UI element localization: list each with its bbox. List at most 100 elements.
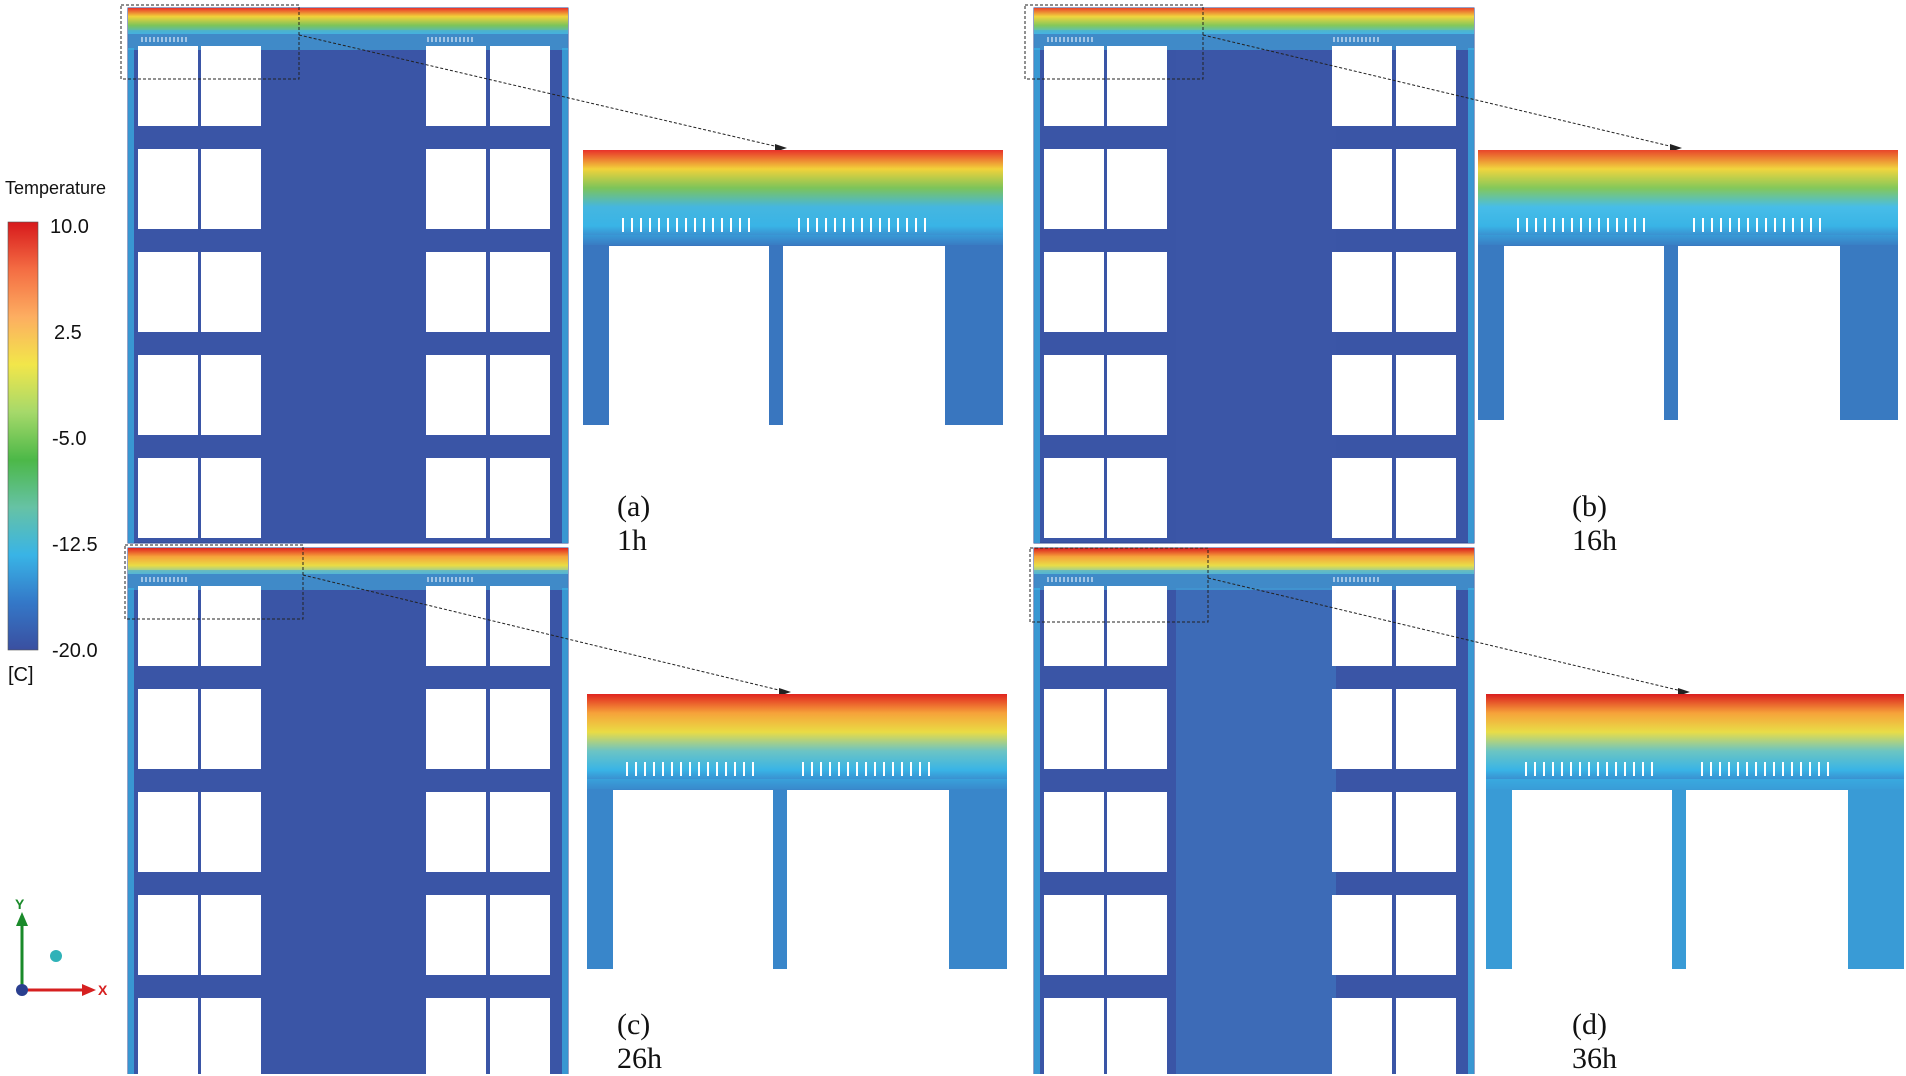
window-pane	[426, 895, 486, 975]
panel-caption-b: (b) 16h	[1572, 490, 1617, 557]
panel-caption-a: (a) 1h	[617, 490, 651, 557]
right-wall-edge	[562, 588, 568, 1074]
window-pane	[490, 895, 550, 975]
window-pane	[1332, 458, 1392, 538]
window-pane	[1396, 149, 1456, 229]
legend-colorbar	[7, 221, 39, 651]
legend-tick-2: 2.5	[54, 322, 82, 344]
window-pane	[1044, 586, 1104, 666]
inset-opening	[609, 246, 769, 425]
zoom-inset-c	[587, 694, 1007, 969]
window-pane	[201, 46, 261, 126]
window-pane	[1396, 792, 1456, 872]
legend-tick-4: -12.5	[52, 534, 98, 556]
inset-roof-field	[587, 694, 1007, 789]
window-pane	[1107, 149, 1167, 229]
roof-temperature-band	[1034, 8, 1474, 34]
window-pane	[1044, 895, 1104, 975]
window-pane	[138, 895, 198, 975]
zoom-leader-line	[302, 574, 788, 693]
window-pane	[201, 252, 261, 332]
inset-roof-field	[583, 150, 1003, 245]
window-pane	[138, 252, 198, 332]
window-pane	[1107, 998, 1167, 1074]
window-pane	[490, 586, 550, 666]
window-pane	[1332, 252, 1392, 332]
window-pane	[1396, 586, 1456, 666]
window-pane	[138, 149, 198, 229]
zoom-leader-line	[1207, 577, 1687, 693]
window-pane	[1396, 252, 1456, 332]
window-pane	[426, 792, 486, 872]
window-pane	[1332, 586, 1392, 666]
attic-cold-layer	[1034, 570, 1474, 590]
inset-opening	[787, 790, 949, 969]
zoom-region-box	[124, 544, 304, 620]
inset-roof-field	[1486, 694, 1904, 789]
window-pane	[1107, 252, 1167, 332]
inset-opening	[613, 790, 773, 969]
roof-temperature-band	[128, 548, 568, 574]
zoom-region-box	[1024, 4, 1204, 80]
window-pane	[201, 458, 261, 538]
window-pane	[138, 792, 198, 872]
legend-tick-max: 10.0	[50, 216, 89, 238]
inset-opening	[783, 246, 945, 425]
right-wall-edge	[562, 48, 568, 543]
window-pane	[201, 355, 261, 435]
stairwell-column	[1176, 48, 1336, 543]
window-pane	[426, 252, 486, 332]
window-pane	[490, 792, 550, 872]
axis-y-label: Y	[15, 896, 25, 912]
left-wall-edge	[128, 48, 134, 543]
zoom-region-box	[1029, 547, 1209, 623]
window-pane	[490, 355, 550, 435]
window-pane	[426, 689, 486, 769]
window-pane	[1044, 252, 1104, 332]
window-pane	[490, 252, 550, 332]
left-wall-edge	[128, 588, 134, 1074]
axis-origin	[16, 984, 28, 996]
window-pane	[490, 689, 550, 769]
legend-tick-min: -20.0	[52, 640, 98, 662]
window-pane	[1396, 46, 1456, 126]
left-wall-edge	[1034, 588, 1040, 1074]
window-pane	[138, 355, 198, 435]
panel-caption-c: (c) 26h	[617, 1008, 662, 1075]
window-pane	[426, 458, 486, 538]
attic-cold-layer	[1034, 30, 1474, 50]
window-pane	[201, 149, 261, 229]
legend-title: Temperature	[5, 178, 107, 198]
window-pane	[1107, 355, 1167, 435]
zoom-inset-b	[1478, 150, 1898, 420]
inset-opening	[1686, 790, 1848, 969]
axis-x-label: X	[98, 982, 108, 998]
right-wall-edge	[1468, 48, 1474, 543]
zoom-region-box	[120, 4, 300, 80]
window-pane	[490, 46, 550, 126]
window-pane	[1107, 46, 1167, 126]
window-pane	[1332, 895, 1392, 975]
window-pane	[1107, 689, 1167, 769]
attic-cold-layer	[128, 570, 568, 590]
window-pane	[1107, 792, 1167, 872]
attic-cold-layer	[128, 30, 568, 50]
roof-temperature-band	[1034, 548, 1474, 574]
window-pane	[1107, 586, 1167, 666]
window-pane	[1044, 998, 1104, 1074]
roof-temperature-band	[128, 8, 568, 34]
window-pane	[490, 998, 550, 1074]
window-pane	[201, 689, 261, 769]
building-panel-d	[1029, 547, 1690, 1074]
stairwell-column	[1176, 588, 1336, 1074]
axis-z-marker	[50, 950, 62, 962]
window-pane	[201, 895, 261, 975]
window-pane	[490, 149, 550, 229]
stairwell-column	[270, 48, 430, 543]
zoom-inset-a	[583, 150, 1003, 425]
window-pane	[490, 458, 550, 538]
window-pane	[1396, 998, 1456, 1074]
zoom-leader-line	[298, 34, 784, 149]
inset-roof-field	[1478, 150, 1898, 245]
